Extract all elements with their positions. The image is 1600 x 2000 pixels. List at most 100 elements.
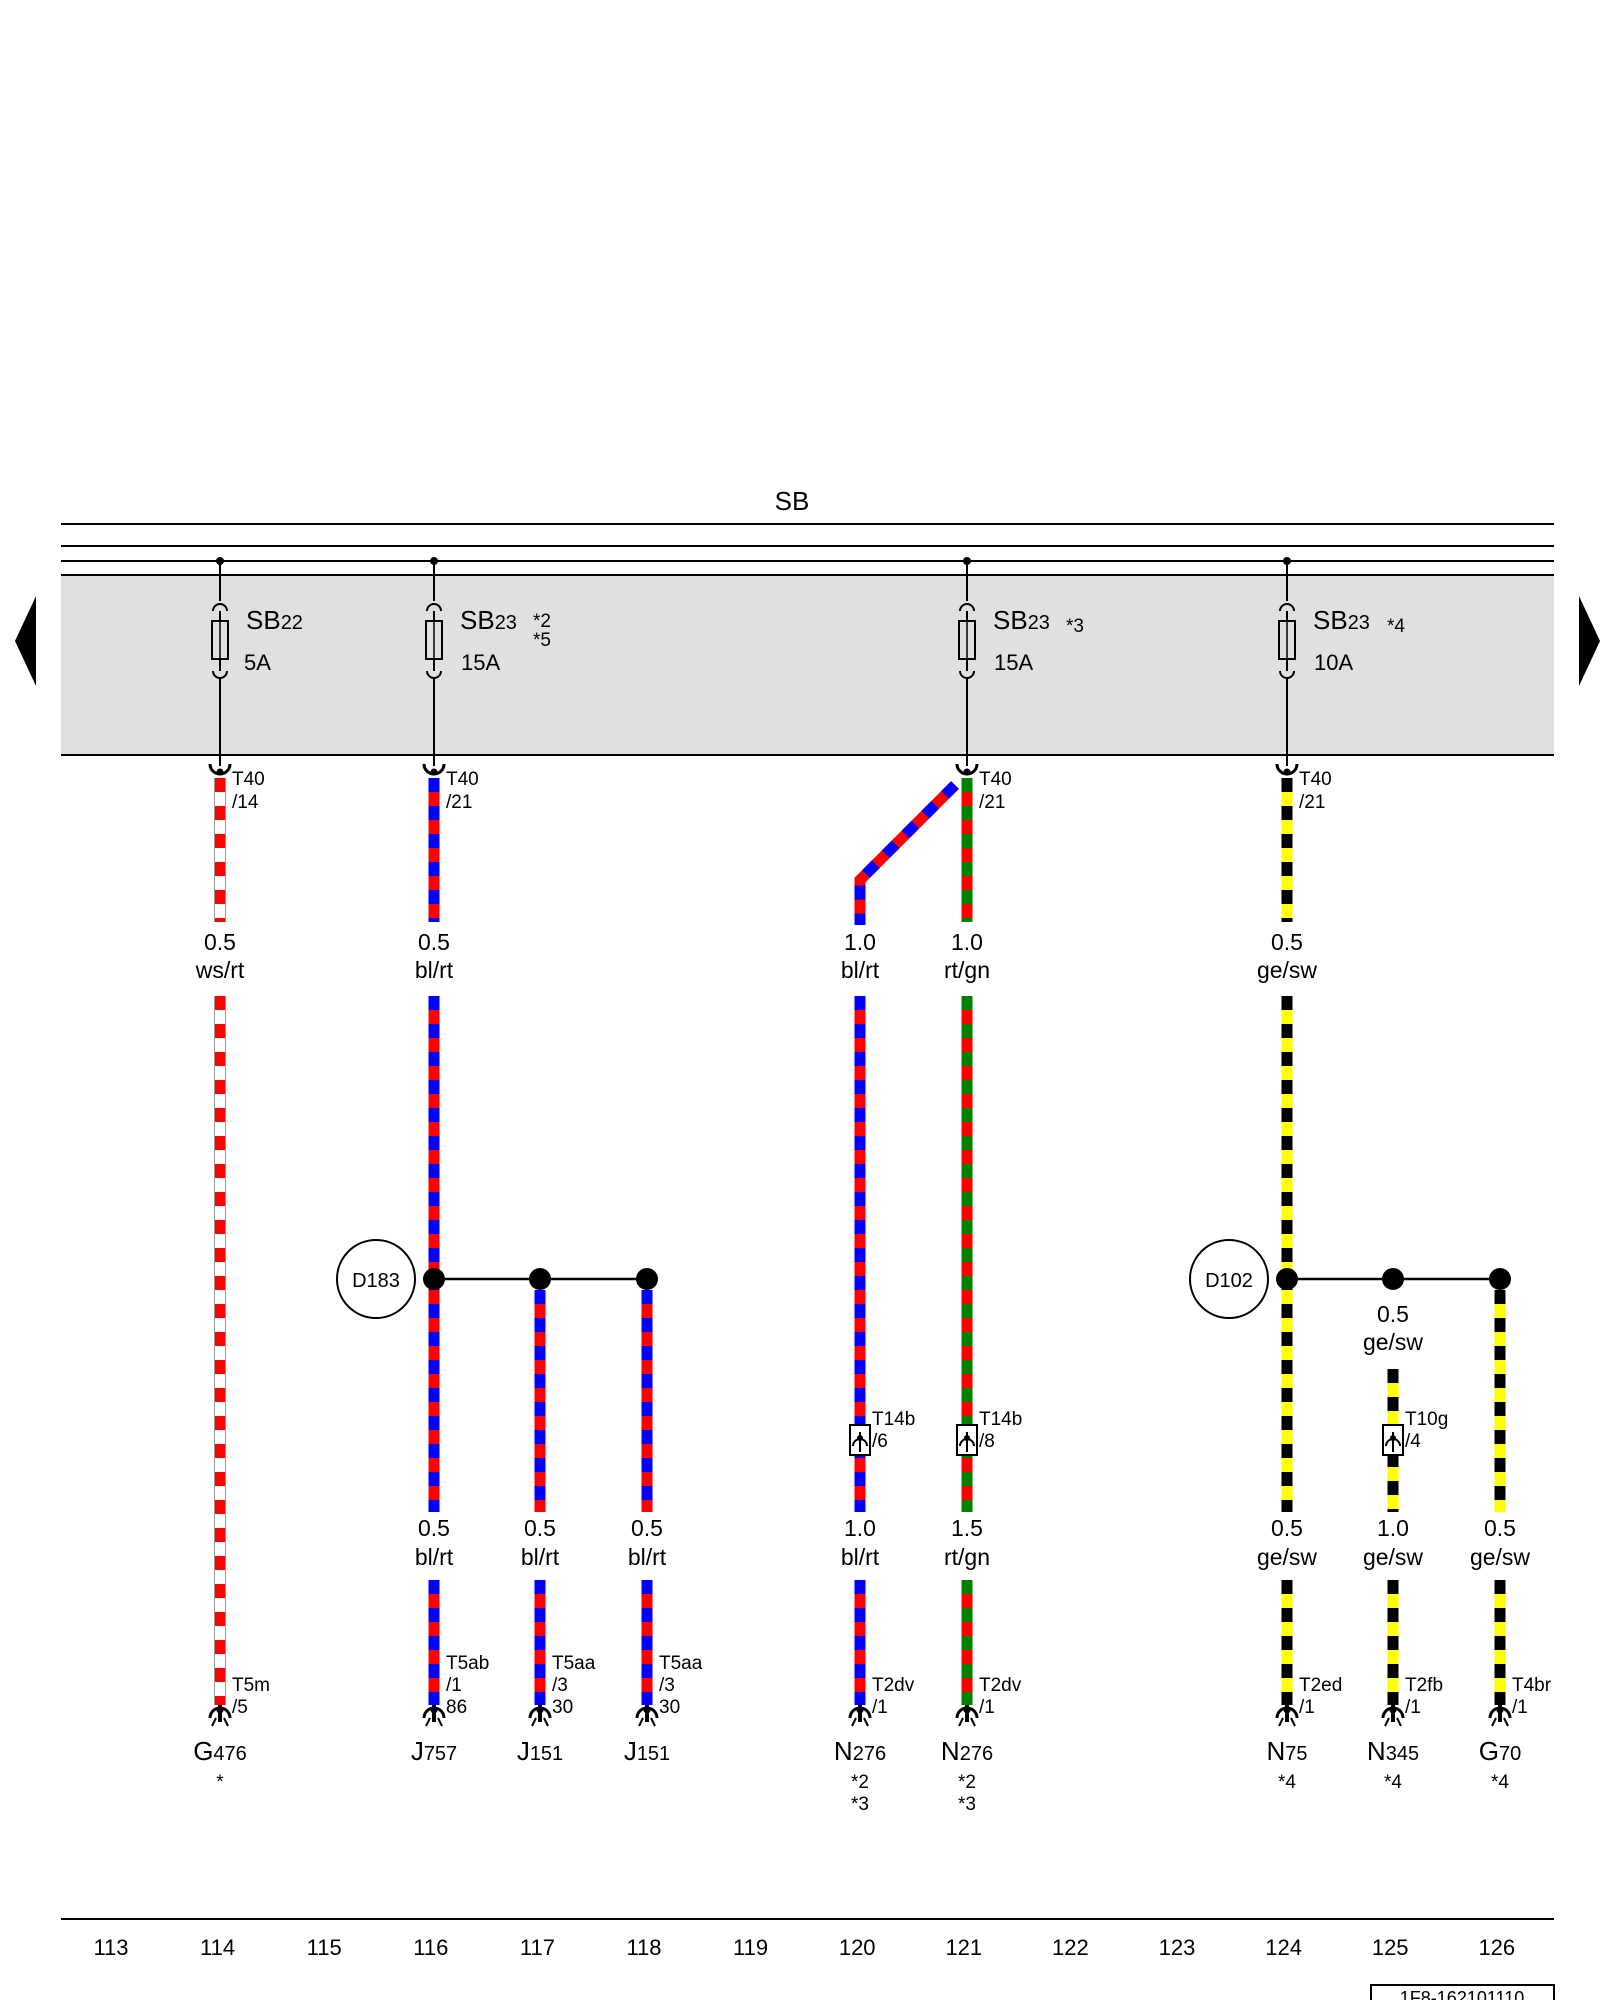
component-5: N276 [834,1736,886,1766]
component-6: N276 [941,1736,993,1766]
svg-text:/8: /8 [979,1431,995,1452]
svg-text:/21: /21 [446,792,472,813]
svg-text:bl/rt: bl/rt [415,1544,454,1570]
component-6-note-2: *3 [958,1794,976,1815]
terminal-1-conn-2: /5 [232,1697,248,1718]
terminal-9-conn-2: /1 [1512,1697,1528,1718]
svg-text:1.0: 1.0 [1377,1515,1409,1541]
diagram-code-box [1370,1984,1555,2000]
component-8: N345 [1367,1736,1419,1766]
diagram-code: 1F8-162101110 [1400,1988,1524,2000]
top-connector-4[interactable]: T40 /21 [1275,763,1332,813]
terminal-8-conn-2: /1 [1405,1697,1421,1718]
fuse-sb23-c[interactable]: SB23 10A *4 [1278,557,1405,766]
component-7: N75 [1266,1736,1307,1766]
component-5-note-1: *2 [851,1772,869,1793]
svg-text:0.5: 0.5 [1484,1515,1516,1541]
svg-text:/21: /21 [979,792,1005,813]
column-number-124: 124 [1265,1935,1302,1960]
svg-text:bl/rt: bl/rt [521,1544,560,1570]
inline-connector-t14b-6[interactable]: T14b /6 [849,1409,915,1456]
fuse-sb23-c-rating: 10A [1314,650,1353,675]
fuse-sb23-a-label: SB23 [460,605,517,635]
wire-label-lower-4: 1.0 bl/rt [841,1515,880,1570]
wire-label-upper-5: 0.5 ge/sw [1257,929,1317,983]
fuse-sb23-a-rating: 15A [461,650,500,675]
fuse-sb23-b-rating: 15A [994,650,1033,675]
column-number-113: 113 [93,1935,128,1960]
svg-text:/21: /21 [1299,792,1325,813]
top-connector-2[interactable]: T40 /21 [422,763,479,813]
svg-text:T40: T40 [979,769,1012,790]
component-1-note-1: * [216,1772,224,1793]
component-4: J151 [624,1736,670,1766]
svg-text:0.5: 0.5 [204,929,236,955]
column-number-120: 120 [839,1935,876,1960]
component-2: J757 [411,1736,457,1766]
component-5-note-2: *3 [851,1794,869,1815]
component-3: J151 [517,1736,563,1766]
column-number-121: 121 [945,1935,982,1960]
fuse-box-panel [61,575,1554,755]
fuse-sb23-a-note-2: *5 [533,630,551,651]
splice-d102[interactable]: D102 [1189,1239,1511,1319]
arrow-right-icon[interactable] [1579,596,1600,686]
fuse-sb23-b-note-1: *3 [1066,616,1084,637]
svg-text:/4: /4 [1405,1431,1421,1452]
column-number-123: 123 [1159,1935,1196,1960]
fuse-sb23-a[interactable]: SB23 15A *2 *5 [425,557,551,766]
arrow-left-icon[interactable] [15,596,36,686]
fuse-sb23-c-label: SB23 [1313,605,1370,635]
column-number-119: 119 [733,1935,768,1960]
terminal-6-conn-1: T2dv [979,1675,1022,1696]
top-connector-3[interactable]: T40 /21 [955,763,1012,813]
terminal-8-conn-1: T2fb [1405,1675,1443,1696]
svg-text:0.5: 0.5 [1271,1515,1303,1541]
svg-text:0.5: 0.5 [631,1515,663,1541]
column-number-118: 118 [626,1935,661,1960]
svg-text:T40: T40 [1299,769,1332,790]
terminal-3-conn-3: 30 [552,1697,573,1718]
svg-text:0.5: 0.5 [418,1515,450,1541]
wires [214,778,1506,1705]
terminal-4-conn-3: 30 [659,1697,680,1718]
inline-connector-t10g-4[interactable]: T10g /4 [1382,1409,1448,1456]
svg-text:T10g: T10g [1405,1409,1448,1430]
diagonal-wire[interactable] [854,781,959,925]
terminal-2-conn-1: T5ab [446,1653,489,1674]
splice-d102-label: D102 [1205,1270,1253,1292]
wire-segment-1-2[interactable] [214,996,226,1705]
splice-d183[interactable]: D183 [336,1239,658,1319]
fuse-sb23-c-note-1: *4 [1387,616,1405,637]
wire-segment-1-1[interactable] [214,778,226,922]
fuse-sb22[interactable]: SB22 5A [211,557,303,766]
svg-text:ge/sw: ge/sw [1363,1544,1423,1570]
fuse-sb23-b[interactable]: SB23 15A *3 [958,557,1084,766]
component-7-note-1: *4 [1278,1772,1296,1793]
fuse-sb22-label: SB22 [246,605,303,635]
splice-d183-label: D183 [352,1270,400,1292]
svg-text:0.5: 0.5 [418,929,450,955]
svg-text:0.5: 0.5 [1271,929,1303,955]
svg-text:1.0: 1.0 [951,929,983,955]
terminal-4-conn-2: /3 [659,1675,675,1696]
bus-label: SB [775,486,810,516]
terminal-7-conn-1: T2ed [1299,1675,1342,1696]
svg-text:bl/rt: bl/rt [841,957,880,983]
inline-connector-t14b-8[interactable]: T14b /8 [956,1409,1022,1456]
terminal-5-conn-2: /1 [872,1697,888,1718]
svg-text:0.5: 0.5 [1377,1301,1409,1327]
terminal-6-conn-2: /1 [979,1697,995,1718]
top-connector-1[interactable]: T40 /14 [208,763,265,813]
wire-label-lower-8: 0.5 ge/sw [1470,1515,1530,1570]
svg-text:1.0: 1.0 [844,929,876,955]
